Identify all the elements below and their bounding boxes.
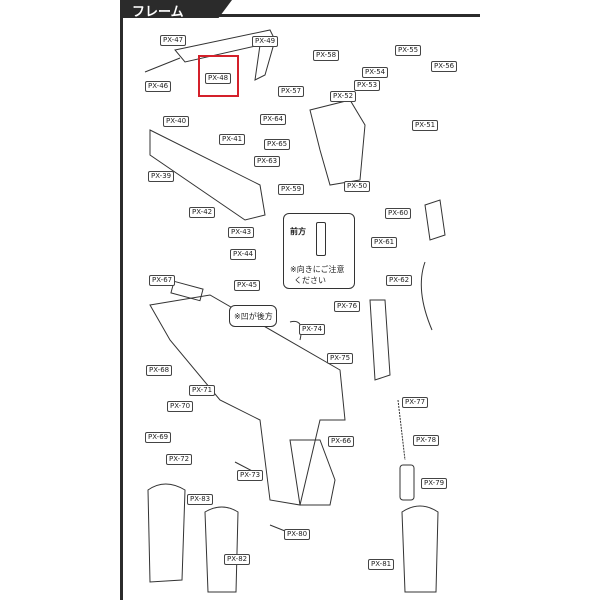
header-tab [120,0,232,18]
callout-orientation: 前方 ※向きにご注意 ください [283,213,355,289]
part-label-px-52: PX-52 [330,91,357,102]
part-label-px-74: PX-74 [299,324,326,335]
note-front: 前方 [290,227,306,236]
note-orientation-2: ください [294,276,326,285]
left-rule [120,14,123,600]
part-magazine [369,299,391,381]
part-label-px-49: PX-49 [252,36,279,47]
part-label-px-61: PX-61 [371,237,398,248]
part-label-px-77: PX-77 [402,397,429,408]
part-label-px-75: PX-75 [327,353,354,364]
part-plate-67 [170,280,204,302]
part-label-px-82: PX-82 [224,554,251,565]
part-backstrap-83 [147,483,186,583]
part-label-px-55: PX-55 [395,45,422,56]
part-backstrap-81 [401,505,439,593]
part-label-px-57: PX-57 [278,86,305,97]
highlight-box [198,55,239,97]
part-cylinder [399,464,415,501]
part-slide-stop-60 [424,199,446,241]
part-label-px-81: PX-81 [368,559,395,570]
part-lever [174,29,276,81]
part-label-px-69: PX-69 [145,432,172,443]
part-label-px-39: PX-39 [148,171,175,182]
part-label-px-78: PX-78 [413,435,440,446]
part-label-px-60: PX-60 [385,208,412,219]
header-rule [120,14,480,17]
note-recess: ※凹が後方 [234,312,273,321]
part-label-px-71: PX-71 [189,385,216,396]
part-label-px-50: PX-50 [344,181,371,192]
part-grip-insert [289,439,336,506]
part-label-px-80: PX-80 [284,529,311,540]
part-label-px-68: PX-68 [146,365,173,376]
section-title: フレーム [132,5,184,20]
part-label-px-62: PX-62 [386,275,413,286]
part-label-px-48: PX-48 [205,73,232,84]
part-label-px-76: PX-76 [334,301,361,312]
part-pin [144,57,181,73]
part-label-px-40: PX-40 [163,116,190,127]
part-rail [149,129,266,221]
part-pin-shape [316,222,326,256]
part-label-px-72: PX-72 [166,454,193,465]
part-label-px-66: PX-66 [328,436,355,447]
part-label-px-79: PX-79 [421,478,448,489]
part-label-px-59: PX-59 [278,184,305,195]
part-label-px-65: PX-65 [264,139,291,150]
part-rod-62 [420,261,433,331]
part-label-px-43: PX-43 [228,227,255,238]
part-label-px-70: PX-70 [167,401,194,412]
part-label-px-47: PX-47 [160,35,187,46]
part-label-px-64: PX-64 [260,114,287,125]
part-spring [397,399,406,461]
part-label-px-53: PX-53 [354,80,381,91]
callout-recess: ※凹が後方 [229,305,277,327]
part-label-px-45: PX-45 [234,280,261,291]
part-label-px-46: PX-46 [145,81,172,92]
part-label-px-42: PX-42 [189,207,216,218]
part-trigger-housing [309,99,366,186]
part-label-px-51: PX-51 [412,120,439,131]
part-label-px-67: PX-67 [149,275,176,286]
part-label-px-54: PX-54 [362,67,389,78]
part-label-px-44: PX-44 [230,249,257,260]
part-label-px-73: PX-73 [237,470,264,481]
part-label-px-58: PX-58 [313,50,340,61]
part-label-px-41: PX-41 [219,134,246,145]
part-label-px-83: PX-83 [187,494,214,505]
part-backstrap-82 [204,506,239,593]
part-label-px-63: PX-63 [254,156,281,167]
part-label-px-56: PX-56 [431,61,458,72]
note-orientation-1: ※向きにご注意 [290,265,345,274]
